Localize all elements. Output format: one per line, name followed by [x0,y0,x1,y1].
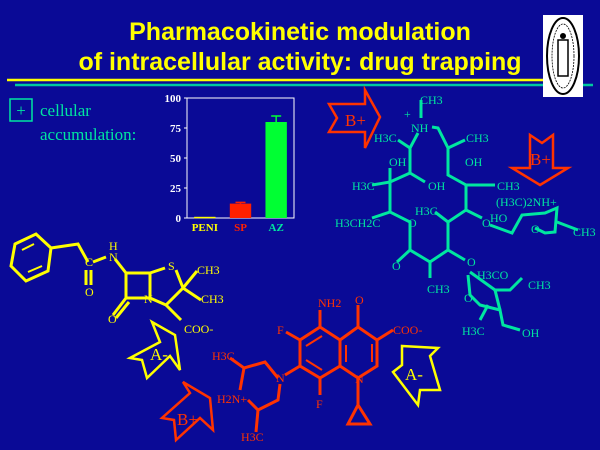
y-tick-label: 0 [176,213,182,225]
azithromycin-structure [371,100,579,332]
y-tick-label: 50 [170,153,182,165]
caption-line-1: cellular [40,101,91,120]
az-ethyl: H3CH2C [335,216,380,230]
b-plus-label-3: B+ [530,150,551,169]
peni-ch3-b: CH3 [201,292,224,306]
az-ch3-b: CH3 [497,179,520,193]
b-plus-label-1: B+ [177,410,198,429]
az-o-3: O [531,222,540,236]
sp-o: O [355,293,364,307]
a-minus-label-2: A- [405,365,423,384]
sp-f-bottom: F [316,397,323,411]
az-h3c-d: H3C [462,324,485,338]
az-oh-1: OH [389,155,407,169]
az-o-2: O [482,216,491,230]
bar-az [265,122,287,218]
az-oh-4: OH [522,326,540,340]
az-plus: + [404,107,411,121]
b-plus-arrow-1 [159,380,215,443]
penicillin-labels: H N C O S CH3 CH3 N O COO- [85,239,224,336]
sp-f-top: F [277,323,284,337]
a-minus-arrow-1 [126,319,182,381]
peni-o: O [85,285,94,299]
a-minus-label-1: A- [150,345,168,364]
b-plus-arrow-3 [507,132,573,187]
az-o-1: O [408,216,417,230]
x-label-peni: PENI [192,222,218,234]
az-ch3-a: CH3 [466,131,489,145]
y-tick-label: 100 [165,93,182,105]
peni-ch3-a: CH3 [197,263,220,277]
az-o-5: O [467,255,476,269]
peni-n-ring: N [144,292,153,306]
sparfloxacin-structure [229,305,394,433]
bar-sp [229,203,252,218]
sp-h2n-plus: H2N+ [217,392,247,406]
bar-peni [194,216,216,219]
peni-n: N [109,250,118,264]
caption-line-2: accumulation: [40,125,136,144]
peni-h: H [109,239,118,253]
penicillin-structure [9,232,202,322]
b-plus-arrow-2 [326,85,382,149]
az-h3c-a: H3C [374,131,397,145]
sp-h3c-2: H3C [241,430,264,444]
sp-n-piperazine: N [276,371,285,385]
az-ch3-d: CH3 [528,278,551,292]
x-label-sp: SP [234,222,247,234]
az-h3co: H3CO [477,268,509,282]
peni-o-lactam: O [108,312,117,326]
title-line-1: Pharmacokinetic modulation [129,18,471,46]
az-h3c-c: H3C [415,204,438,218]
az-dimethylamine: (H3C)2NH+ [496,195,557,209]
az-ch3-top: CH3 [420,93,443,107]
az-ch3-e: CH3 [427,282,450,296]
peni-s: S [168,259,175,273]
ion-arrows [126,85,573,443]
y-tick-label: 25 [170,183,182,195]
az-ho: HO [490,211,508,225]
x-label-az: AZ [269,222,284,234]
az-o-4: O [392,259,401,273]
plus-symbol: + [16,101,26,120]
y-tick-label: 75 [170,123,182,135]
az-nh: NH [411,121,429,135]
peni-c: C [85,255,93,269]
sp-nh2: NH2 [318,296,341,310]
az-oh-2: OH [465,155,483,169]
b-plus-label-2: B+ [345,111,366,130]
university-seal-logo [543,15,583,97]
plus-box [9,98,33,122]
title-line-2: of intracellular activity: drug trapping [78,48,521,76]
az-h3c-b: H3C [352,179,375,193]
a-minus-arrow-2 [391,344,442,409]
sp-n-ring: N [355,372,364,386]
peni-coo: COO- [184,322,213,336]
az-o-6: O [464,291,473,305]
accumulation-bar-chart: 0 25 50 75 100 PENI SP AZ [165,93,295,234]
az-oh-3: OH [428,179,446,193]
sp-h3c-1: H3C [212,349,235,363]
az-ch3-c: CH3 [573,225,596,239]
sp-coo: COO- [393,323,422,337]
sparfloxacin-labels: NH2 O COO- F F N N H3C H2N+ H3C [212,293,422,444]
azithromycin-labels: CH3 + NH H3C CH3 OH OH OH H3C CH3 (H3C)2… [335,93,596,340]
